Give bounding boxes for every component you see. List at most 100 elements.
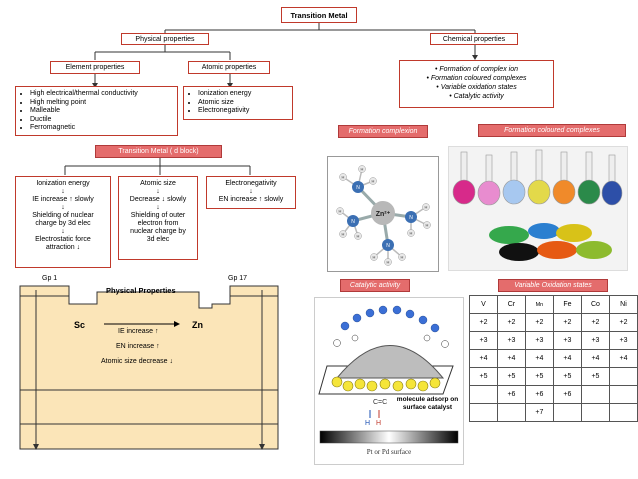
flasks-and-powders (452, 149, 623, 261)
table-cell: +3 (608, 331, 638, 350)
table-cell: +6 (552, 385, 582, 404)
atomic-size-line: Shielding of outer (130, 212, 186, 219)
table-cell: +5 (580, 367, 610, 386)
physical-properties-label: Physical properties (135, 35, 195, 43)
atom-label: H (401, 255, 404, 260)
sc-label: Sc (74, 320, 86, 330)
surface-label: Pt or Pd surface (367, 448, 412, 456)
table-cell (469, 385, 498, 404)
element-properties-list: High electrical/thermal conductivity Hig… (15, 86, 178, 136)
atomic-size-line: Decrease ↓ slowly (129, 196, 187, 203)
table-header-cell: Co (580, 295, 610, 314)
ionization-line: attraction ↓ (45, 244, 81, 251)
coloured-complexes-image (448, 146, 628, 271)
table-cell (469, 403, 498, 422)
ionization-box: Ionization energy ↓ IE increase ↑ slowly… (15, 176, 111, 268)
electronegativity-line: Electronegativity (225, 180, 277, 187)
ionization-line: Shielding of nuclear (32, 212, 94, 219)
title-text: Transition Metal (290, 10, 348, 20)
table-header-cell: Mn (524, 295, 554, 314)
catalyst-h-right: H (376, 420, 381, 427)
list-item: • Formation coloured complexes (426, 75, 527, 82)
table-cell: +4 (608, 349, 638, 368)
ionization-line: charge by 3d elec (35, 220, 91, 227)
table-cell: +3 (496, 331, 526, 350)
element-properties-label: Element properties (65, 64, 125, 71)
atom-label: H (373, 255, 376, 260)
variable-oxidation-label: Variable Oxidation states (498, 279, 608, 292)
arrow-down-icon: ↓ (61, 204, 65, 211)
table-cell (608, 385, 638, 404)
table-row: +2+2+2+2+2+2 (469, 313, 638, 332)
arrow-down-icon: ↓ (61, 188, 65, 195)
table-cell: +3 (469, 331, 498, 350)
table-header-cell: V (469, 295, 498, 314)
table-row: +5+5+5+5+5 (469, 367, 638, 386)
table-cell: +6 (524, 385, 554, 404)
catalyst-surface-diagram: C=C H H Pt or Pd surface (318, 305, 459, 456)
atom-label: N (351, 219, 355, 225)
arrow-down-icon: ↓ (61, 228, 65, 235)
arrow-down-icon: ↓ (156, 188, 160, 195)
ionization-line: Ionization energy (36, 180, 90, 187)
atom-label: H (357, 234, 360, 239)
atom-label: H (342, 232, 345, 237)
en-label: EN increase ↑ (116, 343, 160, 350)
table-cell: +5 (469, 367, 498, 386)
atomic-properties-box: Atomic properties (188, 61, 270, 74)
table-cell: +4 (469, 349, 498, 368)
catalyst-caption: molecule adsorp on surface catalyst (390, 396, 465, 412)
atom-label: H (342, 175, 345, 180)
chemical-properties-box: Chemical properties (430, 33, 518, 45)
atomic-size-line: nuclear charge by (130, 228, 186, 235)
gp17-label: Gp 17 (228, 275, 248, 282)
atomic-properties-list: Ionization energy Atomic size Electroneg… (183, 86, 293, 120)
atomic-size-line: electron from (137, 220, 179, 227)
atom-label: N (386, 243, 390, 249)
atom-label: H (425, 205, 428, 210)
atom-label: H (339, 209, 342, 214)
list-item: Ferromagnetic (30, 124, 177, 133)
table-cell: +5 (552, 367, 582, 386)
catalyst-formula: C=C (373, 399, 387, 406)
atom-label: N (409, 215, 413, 221)
atomic-size-line: 3d elec (146, 236, 170, 243)
atom-label: H (387, 260, 390, 265)
complex-ion-image: N N N N H H H H H H H H H H H H Zn²⁺ (327, 156, 439, 272)
ionization-line: Electrostatic force (35, 236, 91, 243)
atom-label: H (410, 231, 413, 236)
title-box: Transition Metal (281, 7, 357, 23)
table-cell: +5 (496, 367, 526, 386)
list-item: Electronegativity (198, 107, 292, 116)
physical-properties-title: Physical Properties (106, 286, 176, 295)
table-row: +6+6+6 (469, 385, 638, 404)
oxidation-table: V Cr Mn Fe Co Ni +2+2+2+2+2+2 +3+3+3+3+3… (469, 295, 638, 422)
periodic-diagram (19, 285, 279, 450)
table-cell: +3 (524, 331, 554, 350)
chemical-properties-label: Chemical properties (442, 35, 506, 43)
table-cell: +2 (524, 313, 554, 332)
table-cell: +2 (469, 313, 498, 332)
atomic-size-box: Atomic size ↓ Decrease ↓ slowly ↓ Shield… (118, 176, 198, 260)
table-cell (580, 385, 610, 404)
table-cell: +4 (524, 349, 554, 368)
table-row: +7 (469, 403, 638, 422)
chemical-properties-list: • Formation of complex ion • Formation c… (399, 60, 554, 108)
atomic-size-line: Atomic size (140, 180, 176, 187)
atom-label: N (356, 185, 360, 191)
atom-label: H (426, 223, 429, 228)
catalyst-h-left: H (365, 420, 370, 427)
table-cell (580, 403, 610, 422)
table-cell: +2 (580, 313, 610, 332)
formation-coloured-label: Formation coloured complexes (478, 124, 626, 137)
table-cell: +5 (524, 367, 554, 386)
ionization-line: IE increase ↑ slowly (32, 196, 94, 203)
catalytic-label: Catalytic activity (340, 279, 410, 292)
atomic-properties-label: Atomic properties (201, 64, 257, 71)
atom-label: H (372, 179, 375, 184)
zn-label: Zn (192, 320, 203, 330)
ie-label: IE increase ↑ (118, 328, 159, 335)
list-item: Atomic size (198, 99, 292, 108)
table-cell (496, 403, 526, 422)
table-header-cell: Fe (552, 295, 582, 314)
